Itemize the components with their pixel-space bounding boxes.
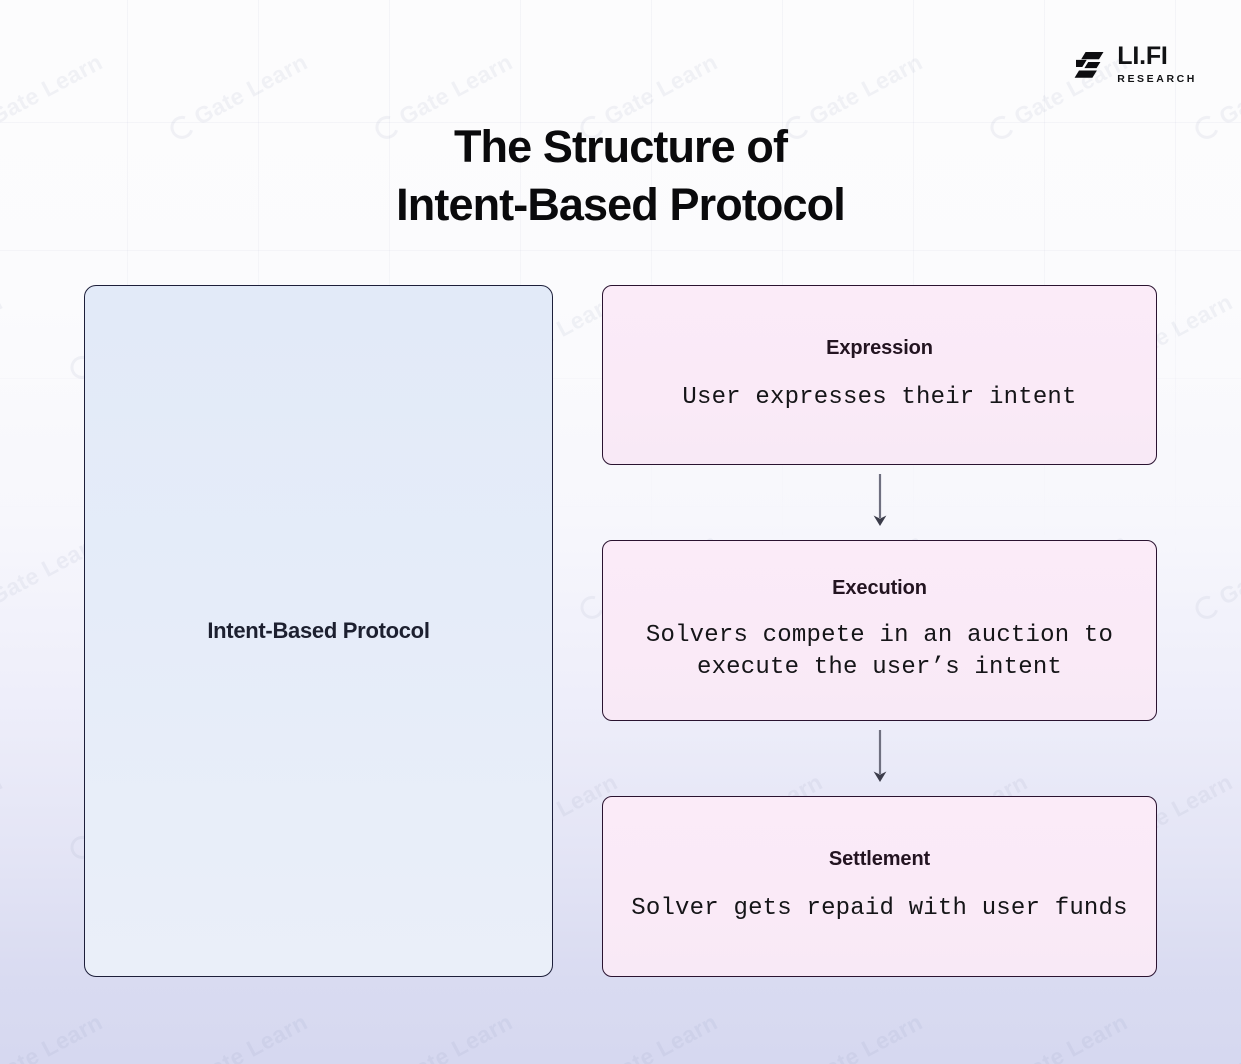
page-title-line-1: The Structure of — [453, 121, 788, 173]
watermark-label: Gate Learn — [1009, 1008, 1132, 1064]
watermark-label: Gate Learn — [189, 1008, 312, 1064]
gate-logo-icon — [1191, 591, 1223, 623]
stage-description-expression: User expresses their intent — [682, 383, 1077, 411]
watermark-label: Gate Learn — [0, 288, 7, 370]
logo-wordmark: LI.FI — [1117, 42, 1168, 70]
watermark-label: Gate Learn — [804, 1008, 927, 1064]
stage-title-execution: Execution — [832, 577, 927, 599]
watermark-gate-learn: Gate Learn — [370, 1009, 517, 1064]
arrow-down-icon-execution-to-settlement — [873, 730, 887, 782]
watermark-gate-learn: Gate Learn — [0, 769, 7, 864]
stage-box-settlement: Settlement Solver gets repaid with user … — [602, 796, 1157, 977]
watermark-gate-learn: Gate Learn — [780, 1009, 927, 1064]
watermark-label: Gate Learn — [0, 768, 7, 850]
stage-description-execution: Solvers compete in an auction to execute… — [645, 622, 1114, 681]
watermark-gate-learn: Gate Learn — [1190, 1009, 1241, 1064]
lifi-research-logo: LI.FI RESEARCH — [1073, 44, 1197, 85]
watermark-label: Gate Learn — [1214, 529, 1241, 610]
watermark-gate-learn: Gate Learn — [985, 1009, 1132, 1064]
watermark-gate-learn: Gate Learn — [575, 1009, 722, 1064]
watermark-label: Gate Learn — [1215, 1009, 1241, 1064]
logo-text-block: LI.FI RESEARCH — [1117, 44, 1197, 85]
page-title-line-2: Intent-Based Protocol — [396, 179, 846, 231]
page-title: The Structure of Intent-Based Protocol — [0, 118, 1241, 234]
watermark-gate-learn: Gate Learn — [0, 1009, 107, 1064]
stage-description-settlement: Solver gets repaid with user funds — [631, 895, 1128, 922]
watermark-label: Gate Learn — [599, 1008, 722, 1064]
stage-title-settlement: Settlement — [828, 848, 931, 870]
stage-title-expression: Expression — [826, 336, 933, 359]
lifi-logo-icon — [1074, 51, 1104, 78]
stage-box-execution: Execution Solvers compete in an auction … — [602, 540, 1157, 721]
watermark-label: Gate Learn — [394, 1008, 517, 1064]
intent-based-protocol-panel: Intent-Based Protocol — [84, 285, 553, 977]
stage-box-expression: Expression User expresses their intent — [602, 285, 1157, 465]
arrow-down-icon-expression-to-execution — [873, 474, 887, 526]
protocol-panel-label: Intent-Based Protocol — [207, 618, 430, 643]
logo-subtitle: RESEARCH — [1117, 73, 1197, 85]
watermark-gate-learn: Gate Learn — [165, 1009, 312, 1064]
watermark-gate-learn: Gate Learn — [0, 289, 7, 384]
watermark-gate-learn: Gate Learn — [1190, 529, 1241, 624]
watermark-label: Gate Learn — [0, 1008, 107, 1064]
